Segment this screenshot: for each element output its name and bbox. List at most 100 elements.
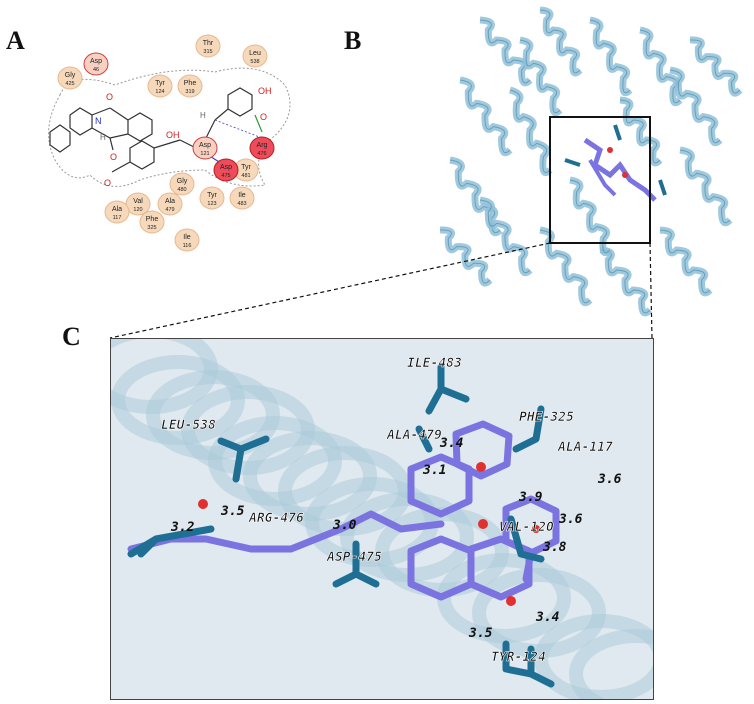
protein-cartoon xyxy=(439,6,743,317)
residue-bubble: Arg 476 xyxy=(249,136,275,160)
protein-cartoon-svg xyxy=(439,6,743,317)
residue-name: Thr xyxy=(203,40,214,47)
distance-labels: 3.4 3.1 3.9 3.6 3.5 3.2 3.0 3.6 3.8 3.5 3.4 xyxy=(170,436,622,641)
residue-name: Phe xyxy=(146,216,159,223)
residue-number: 117 xyxy=(113,215,122,221)
residue-bubble: Leu 538 xyxy=(242,44,268,68)
panel-a-2d-interaction-diagram: O N O O NH OH OH O H H Thr315Leu538Gly42… xyxy=(0,0,330,270)
residue-name: Asp xyxy=(90,58,102,65)
ligand-o-label: O xyxy=(106,92,113,102)
residue-number: 46 xyxy=(93,67,99,73)
residue-name: Ala xyxy=(165,198,175,205)
ligand-h-label: H xyxy=(100,133,106,142)
residue-number: 325 xyxy=(147,225,156,231)
panel-label-b: B xyxy=(344,26,362,55)
hbond-line-arg476 xyxy=(254,114,263,133)
distance-label: 3.4 xyxy=(535,610,560,625)
residue-bubble: Tyr 123 xyxy=(199,186,225,210)
distance-label: 3.0 xyxy=(332,518,357,533)
ligand-o-label: O xyxy=(110,152,117,162)
residue-name: Arg xyxy=(257,142,268,149)
ligand-o-label: O xyxy=(104,178,111,188)
ligand-h-label: H xyxy=(200,111,206,120)
distance-label: 3.5 xyxy=(468,626,493,641)
residue-number: 483 xyxy=(237,201,246,207)
ligand-oh-label: OH xyxy=(166,130,180,140)
distance-label: 3.8 xyxy=(542,540,567,555)
distance-label: 3.5 xyxy=(220,504,245,519)
residue-name: Ala xyxy=(112,206,122,213)
oxygen-atoms xyxy=(198,462,540,606)
residue-name: Asp xyxy=(220,164,232,171)
residue-bubble: Phe 319 xyxy=(177,74,203,98)
residue-label: VAL-120 xyxy=(499,520,554,535)
residue-label: ASP-475 xyxy=(326,550,382,565)
residue-label: TYR-124 xyxy=(491,650,546,665)
residue-name: Tyr xyxy=(155,80,165,87)
residue-bubble: Asp 46 xyxy=(83,52,109,76)
residue-label: PHE-325 xyxy=(519,410,574,425)
binding-pocket-svg: 3.4 3.1 3.9 3.6 3.5 3.2 3.0 3.6 3.8 3.5 3.4 ILE-48… xyxy=(111,339,653,699)
ligand-overview xyxy=(564,124,667,202)
distance-label: 3.1 xyxy=(422,463,446,478)
residue-number: 476 xyxy=(257,151,266,157)
residue-number: 538 xyxy=(250,59,259,65)
residue-bubble: Ala 117 xyxy=(104,200,130,224)
residue-number: 480 xyxy=(177,187,186,193)
residue-name: Tyr xyxy=(241,164,251,171)
panel-label-a: A xyxy=(6,26,25,55)
residue-bubble: Ile 116 xyxy=(174,228,200,252)
ligand-oh-label: OH xyxy=(258,86,272,96)
distance-label: 3.2 xyxy=(170,520,195,535)
background-ribbons xyxy=(111,339,653,699)
residue-bubble: Ala 479 xyxy=(157,192,183,216)
distance-label: 3.6 xyxy=(558,512,583,527)
residue-name: Tyr xyxy=(207,192,217,199)
panel-c-binding-pocket: 3.4 3.1 3.9 3.6 3.5 3.2 3.0 3.6 3.8 3.5 3.4 ILE-48… xyxy=(110,338,654,700)
zoom-box xyxy=(549,116,651,244)
residue-bubble: Phe 325 xyxy=(139,210,165,234)
residue-bubble: Asp 475 xyxy=(213,158,239,182)
distance-label: 3.9 xyxy=(518,490,543,505)
residue-bubble: Tyr 124 xyxy=(147,74,173,98)
residue-number: 121 xyxy=(200,151,209,157)
residue-label: LEU-538 xyxy=(161,418,216,433)
residue-bubble: Gly 480 xyxy=(169,172,195,196)
residue-label: ARG-476 xyxy=(248,511,304,526)
distance-label: 3.4 xyxy=(439,436,464,451)
residue-number: 479 xyxy=(165,207,174,213)
ligand-o-label: O xyxy=(260,112,267,122)
residue-number: 124 xyxy=(155,89,164,95)
interaction-diagram-svg: O N O O NH OH OH O H H Thr315Leu538Gly42… xyxy=(48,34,291,252)
residue-label: ALA-479 xyxy=(386,428,442,443)
residue-name: Ile xyxy=(183,234,191,241)
residue-number: 315 xyxy=(203,49,212,55)
residue-bubble: Ile 483 xyxy=(229,186,255,210)
residue-sticks xyxy=(127,363,555,688)
residue-name: Phe xyxy=(184,80,197,87)
ligand-n-label: N xyxy=(95,116,102,126)
residue-number: 481 xyxy=(241,173,250,179)
residue-name: Ile xyxy=(238,192,246,199)
residue-label: ALA-117 xyxy=(557,440,613,455)
residue-name: Leu xyxy=(249,50,261,57)
residue-label: ILE-483 xyxy=(407,356,462,371)
residue-name: Val xyxy=(133,198,143,205)
residue-number: 475 xyxy=(221,173,230,179)
distance-label: 3.6 xyxy=(597,472,622,487)
residue-number: 319 xyxy=(185,89,194,95)
residue-number: 116 xyxy=(183,243,192,249)
residue-bubble: Asp 121 xyxy=(192,136,218,160)
residue-bubble: Gly 425 xyxy=(57,66,83,90)
ligand-sticks xyxy=(127,420,560,601)
residue-number: 123 xyxy=(207,201,216,207)
panel-b-protein-overview xyxy=(420,0,754,330)
residue-name: Gly xyxy=(65,72,76,79)
residue-number: 425 xyxy=(65,81,74,87)
residue-name: Gly xyxy=(177,178,188,185)
residue-name: Asp xyxy=(199,142,211,149)
panel-label-c: C xyxy=(62,322,81,351)
